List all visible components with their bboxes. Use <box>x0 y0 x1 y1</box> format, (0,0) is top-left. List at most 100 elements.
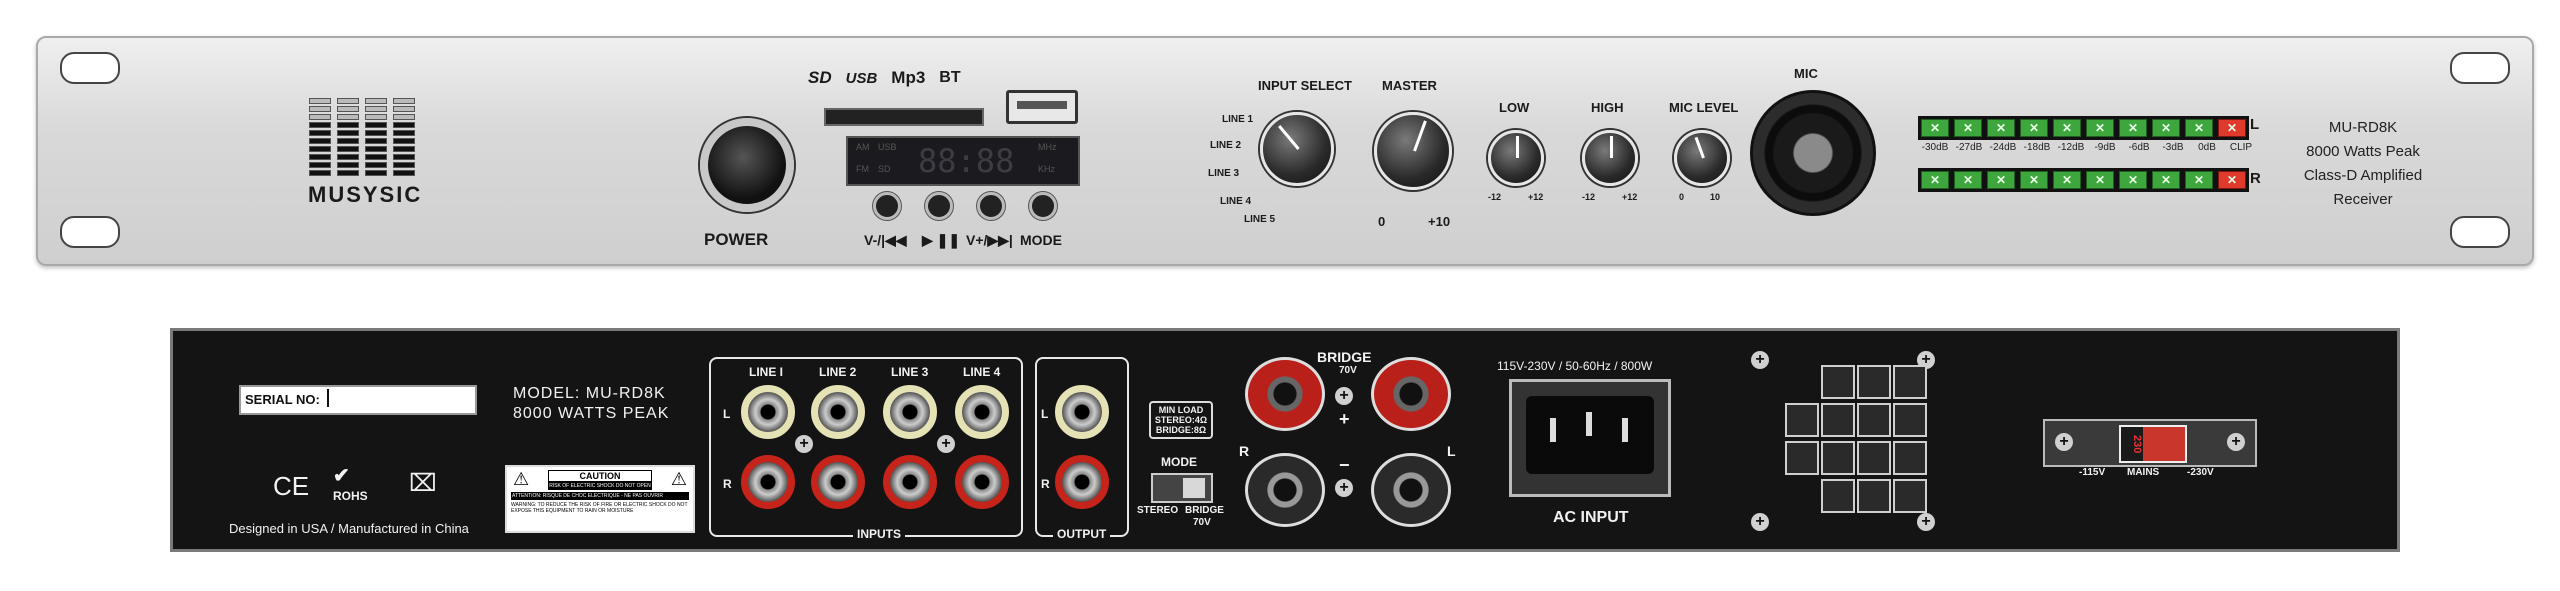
ac-inlet[interactable] <box>1509 379 1671 497</box>
rack-ear-hole <box>60 216 120 248</box>
screw-icon: + <box>937 435 955 453</box>
play-pause-button[interactable] <box>925 192 953 220</box>
caution-label: ⚠ CAUTION RISK OF ELECTRIC SHOCK DO NOT … <box>505 465 695 533</box>
serial-field <box>327 389 471 407</box>
low-knob[interactable] <box>1488 130 1544 186</box>
rack-ear-hole <box>60 52 120 84</box>
meter-led: ✕ <box>2185 119 2213 137</box>
rear-panel: SERIAL NO: MODEL: MU-RD8K 8000 WATTS PEA… <box>170 328 2400 552</box>
warning-triangle-icon: ⚠ <box>670 469 687 489</box>
front-panel: MUSYSIC POWER SD USB Mp3 BT AM USB FM SD… <box>36 36 2534 266</box>
fan-vent <box>1893 479 1927 513</box>
master-knob[interactable] <box>1374 112 1452 190</box>
bridge-minus-sign: − <box>1339 455 1350 475</box>
mains-left-label: -115V <box>2079 467 2106 478</box>
ce-mark-icon: CE <box>273 471 310 501</box>
meter-led: ✕ <box>2053 119 2081 137</box>
warning-text: WARNING: TO REDUCE THE RISK OF FIRE OR E… <box>511 502 688 514</box>
rack-ear-hole <box>2450 216 2510 248</box>
next-label: V+/▶▶| <box>966 232 1013 248</box>
model-description: Class-D Amplified Receiver <box>2303 167 2423 208</box>
mic-title: MIC <box>1794 66 1818 81</box>
prev-label: V-/|◀◀ <box>864 232 907 248</box>
fan-vent <box>1893 441 1927 475</box>
mic-level-title: MIC LEVEL <box>1669 100 1739 115</box>
input1-left-jack[interactable] <box>741 385 795 439</box>
screw-icon: + <box>2227 433 2245 451</box>
meter-right: ✕✕✕✕✕✕✕✕✕✕ <box>1918 168 2249 192</box>
input4-left-jack[interactable] <box>955 385 1009 439</box>
prev-button[interactable] <box>873 192 901 220</box>
high-max-label: +12 <box>1622 192 1638 202</box>
meter-scale-label: -24dB <box>1989 142 2017 153</box>
meter-led: ✕ <box>1954 171 1982 189</box>
display-mhz: MHz <box>1038 142 1057 152</box>
high-min-label: -12 <box>1582 192 1596 202</box>
mode-label: MODE <box>1020 232 1062 248</box>
fan-vent <box>1857 479 1891 513</box>
fan-vent <box>1893 365 1927 399</box>
power-knob[interactable] <box>700 118 794 212</box>
mic-level-knob[interactable] <box>1674 130 1730 186</box>
input1-right-jack[interactable] <box>741 455 795 509</box>
meter-led: ✕ <box>1921 171 1949 189</box>
input-select-knob[interactable] <box>1260 112 1334 186</box>
bridge-volts: 70V <box>1339 365 1357 376</box>
screw-icon: + <box>2055 433 2073 451</box>
brand-name: MUSYSIC <box>308 182 423 207</box>
input-line4-col: LINE 4 <box>963 365 1001 379</box>
fan-vent <box>1857 403 1891 437</box>
meter-led: ✕ <box>2119 171 2147 189</box>
output-left-jack[interactable] <box>1055 385 1109 439</box>
bridge-red-terminal[interactable] <box>1371 357 1451 431</box>
mains-voltage-switch[interactable]: 230 <box>2119 425 2187 463</box>
caution-line1: RISK OF ELECTRIC SHOCK DO NOT OPEN <box>548 481 652 490</box>
high-knob[interactable] <box>1582 130 1638 186</box>
min-load-title: MIN LOAD <box>1158 405 1204 415</box>
input-line2-label: LINE 2 <box>1210 140 1242 151</box>
left-speaker-terminal[interactable] <box>1371 453 1451 527</box>
logo-bar-column <box>365 98 387 178</box>
bridge-right-label: R <box>1239 443 1250 459</box>
meter-scale-label: CLIP <box>2229 142 2253 153</box>
input4-right-jack[interactable] <box>955 455 1009 509</box>
input-line3-label: LINE 3 <box>1208 168 1240 179</box>
input3-right-jack[interactable] <box>883 455 937 509</box>
input3-left-jack[interactable] <box>883 385 937 439</box>
serial-label: SERIAL NO: <box>245 392 320 407</box>
screw-icon: + <box>1335 387 1353 405</box>
input2-right-jack[interactable] <box>811 455 865 509</box>
meter-scale-label: -6dB <box>2128 142 2150 153</box>
output-right-jack[interactable] <box>1055 455 1109 509</box>
mode-bridge-label: BRIDGE <box>1185 505 1224 516</box>
mic-level-max-label: 10 <box>1710 192 1721 202</box>
model-block: MU-RD8K 8000 Watts Peak Class-D Amplifie… <box>2288 116 2438 212</box>
usb-port[interactable] <box>1006 90 1078 124</box>
meter-led: ✕ <box>2218 119 2246 137</box>
master-max-label: +10 <box>1428 214 1451 229</box>
right-speaker-terminal[interactable] <box>1245 453 1325 527</box>
fan-vent <box>1821 365 1855 399</box>
sd-card-slot[interactable] <box>824 108 984 126</box>
bridge-plus-terminal[interactable] <box>1245 357 1325 431</box>
rear-model: MODEL: MU-RD8K <box>513 385 666 402</box>
mode-switch[interactable] <box>1151 473 1213 503</box>
meter-led: ✕ <box>2152 171 2180 189</box>
mode-button[interactable] <box>1029 192 1057 220</box>
display-digits: 88:88 <box>918 142 1015 180</box>
mains-right-label: -230V <box>2187 467 2214 478</box>
meter-led: ✕ <box>2086 171 2114 189</box>
output-left-row: L <box>1041 407 1049 421</box>
screw-icon: + <box>1335 479 1353 497</box>
meter-scale-label: -27dB <box>1955 142 1983 153</box>
meter-left-label: L <box>2250 116 2260 133</box>
meter-left: ✕✕✕✕✕✕✕✕✕✕ <box>1918 116 2249 140</box>
fan-grille <box>1785 365 1927 525</box>
next-button[interactable] <box>977 192 1005 220</box>
mode-bridge-volts: 70V <box>1193 517 1211 528</box>
input2-left-jack[interactable] <box>811 385 865 439</box>
output-right-row: R <box>1041 477 1050 491</box>
logo-bar-column <box>309 98 331 178</box>
mic-combo-jack[interactable] <box>1750 90 1876 216</box>
meter-led: ✕ <box>2020 171 2048 189</box>
